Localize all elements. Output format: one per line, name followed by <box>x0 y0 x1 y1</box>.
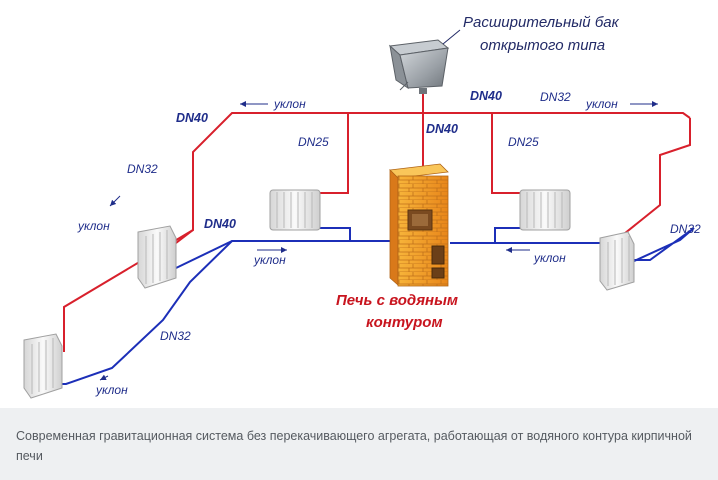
caption-text: Современная гравитационная система без п… <box>16 429 692 463</box>
radiator-left-lower <box>23 333 63 399</box>
slope-arrows <box>99 101 658 381</box>
supply-main-left <box>63 112 691 352</box>
radiator-right-lower <box>599 231 635 291</box>
supply-branch-right <box>491 113 520 194</box>
diagram-canvas: Расширительный бак открытого типа Печь с… <box>23 14 701 399</box>
return-branch-right <box>494 227 520 243</box>
return-main-left <box>59 240 390 385</box>
stove <box>389 163 449 287</box>
return-branch-left <box>320 227 351 241</box>
label-slope-top-left: уклон <box>273 97 306 111</box>
supply-pipes <box>63 92 691 352</box>
return-pipes <box>59 227 695 385</box>
supply-branch-left <box>320 113 349 194</box>
stove-label-line2: контуром <box>366 314 443 331</box>
supply-main-right <box>613 118 691 243</box>
label-dn32-right: DN32 <box>670 222 701 236</box>
supply-left-rad <box>175 229 194 244</box>
label-dn32-top-right: DN32 <box>540 90 571 104</box>
label-dn25-left: DN25 <box>298 135 329 149</box>
return-left-rad <box>175 240 233 269</box>
label-dn40-return: DN40 <box>204 217 236 231</box>
tank-pointer-line <box>442 29 461 45</box>
label-slope-top-right: уклон <box>585 97 618 111</box>
slope-arrow-bottom <box>99 374 109 381</box>
label-slope-return-left: уклон <box>253 253 286 267</box>
stove-label-line1: Печь с водяным <box>336 292 458 309</box>
label-slope-bottom: уклон <box>95 383 128 397</box>
label-dn40-top-left: DN40 <box>176 111 208 125</box>
tank-label-line2: открытого типа <box>480 37 605 54</box>
label-dn25-right: DN25 <box>508 135 539 149</box>
radiator-left-middle <box>137 225 177 289</box>
return-right-loop <box>631 227 695 263</box>
radiator-right-upper <box>519 189 571 231</box>
label-slope-left: уклон <box>77 219 110 233</box>
heating-diagram: Расширительный бак открытого типа Печь с… <box>23 14 702 399</box>
tank-label-line1: Расширительный бак <box>463 14 620 31</box>
label-slope-return-right: уклон <box>533 251 566 265</box>
figure-caption: Современная гравитационная система без п… <box>0 408 718 480</box>
expansion-tank <box>388 39 450 94</box>
radiator-left-upper <box>269 189 321 231</box>
slope-arrow-left <box>109 195 121 207</box>
label-dn40-top-right: DN40 <box>470 89 502 103</box>
label-dn32-return-left: DN32 <box>160 329 191 343</box>
label-dn32-left: DN32 <box>127 162 158 176</box>
label-dn40-top-center: DN40 <box>426 122 458 136</box>
